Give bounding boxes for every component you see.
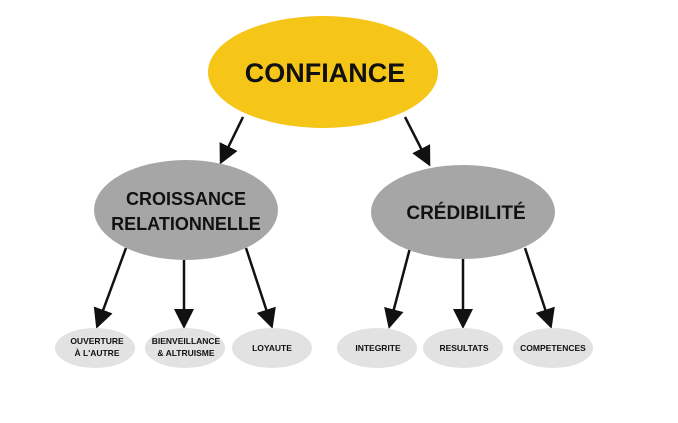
branch-label-croissance-line1: CROISSANCE — [126, 189, 246, 209]
leaf-label-line1: OUVERTURE — [70, 336, 124, 346]
root-label: CONFIANCE — [245, 58, 406, 88]
branch-label-croissance-line2: RELATIONNELLE — [111, 214, 261, 234]
root-ellipse — [208, 16, 438, 128]
leaf-node-ouverture: OUVERTURE À L'AUTRE — [55, 328, 135, 368]
root-node: CONFIANCE — [208, 16, 438, 128]
branch-node-croissance: CROISSANCE RELATIONNELLE — [94, 160, 278, 260]
leaf-ellipse — [513, 328, 593, 368]
leaf-label-line2: & ALTRUISME — [157, 348, 214, 358]
arrow-root-to-croissance — [219, 116, 245, 165]
leaf-ellipse — [232, 328, 312, 368]
arrow-croissance-to-ouverture — [93, 247, 128, 329]
branch-ellipse-credibilite — [371, 165, 555, 259]
leaf-node-bienveillance: BIENVEILLANCE & ALTRUISME — [145, 328, 225, 368]
arrow-credibilite-to-competences — [523, 247, 555, 329]
arrows — [93, 116, 555, 329]
leaf-label-line1: BIENVEILLANCE — [152, 336, 221, 346]
leaf-label-line2: À L'AUTRE — [75, 348, 120, 358]
arrow-root-to-credibilite — [403, 116, 431, 167]
leaf-label: COMPETENCES — [520, 343, 586, 353]
leaf-ellipse — [55, 328, 135, 368]
leaf-label: LOYAUTE — [252, 343, 292, 353]
leaf-ellipse — [145, 328, 225, 368]
leaf-node-competences: COMPETENCES — [513, 328, 593, 368]
branch-ellipse-croissance — [94, 160, 278, 260]
leaf-label: RESULTATS — [439, 343, 488, 353]
leaf-ellipse — [337, 328, 417, 368]
leaf-ellipse — [423, 328, 503, 368]
leaf-label: INTEGRITE — [355, 343, 401, 353]
leaf-node-loyaute: LOYAUTE — [232, 328, 312, 368]
branch-label-credibilite: CRÉDIBILITÉ — [406, 202, 525, 224]
arrow-credibilite-to-integrite — [384, 247, 412, 329]
leaf-node-resultats: RESULTATS — [423, 328, 503, 368]
leaf-node-integrite: INTEGRITE — [337, 328, 417, 368]
branch-node-credibilite: CRÉDIBILITÉ — [371, 165, 555, 259]
arrow-croissance-to-loyaute — [244, 247, 276, 329]
